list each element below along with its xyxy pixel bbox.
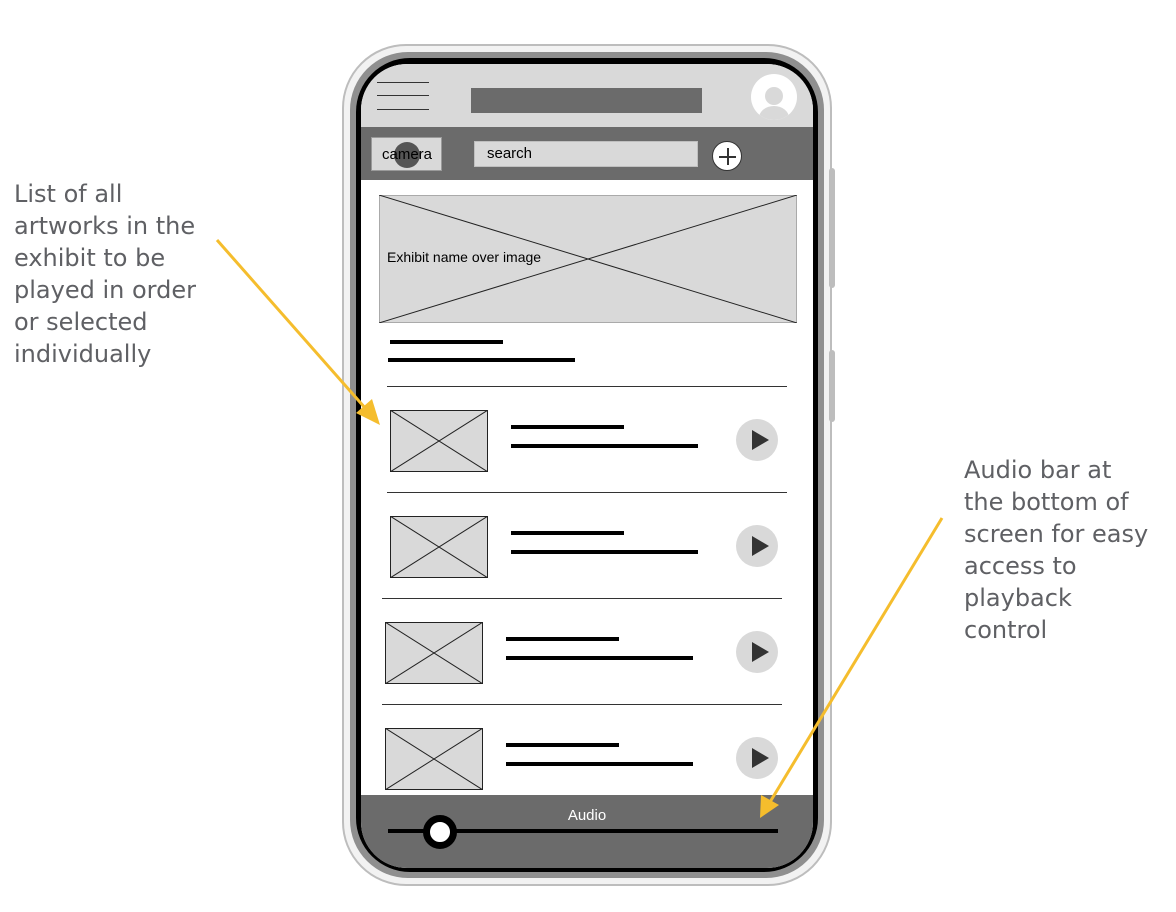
search-input[interactable]: search [474, 141, 698, 167]
artwork-subtitle-line [511, 550, 698, 554]
exhibit-title-line [390, 340, 503, 344]
exhibit-name: Exhibit name over image [387, 249, 542, 265]
audio-player-bar: Audio [361, 795, 813, 868]
list-divider [382, 704, 782, 705]
arrow-to-list [215, 239, 368, 410]
phone-side-button [829, 350, 835, 422]
artwork-title-line [506, 637, 619, 641]
artwork-subtitle-line [506, 762, 693, 766]
artwork-list-item[interactable] [361, 504, 813, 584]
arrow-head-icon [760, 795, 779, 818]
play-icon[interactable] [736, 737, 778, 779]
exhibit-description-line [388, 358, 575, 362]
play-icon[interactable] [736, 525, 778, 567]
artwork-subtitle-line [511, 444, 698, 448]
phone-screen: camera search Exhibit name over image [361, 64, 813, 868]
artwork-thumbnail-icon [390, 516, 488, 578]
audio-label: Audio [567, 807, 607, 824]
image-placeholder-icon [378, 194, 798, 324]
artwork-thumbnail-icon [390, 410, 488, 472]
app-header [361, 64, 813, 127]
artwork-list-item[interactable] [361, 716, 813, 796]
artwork-title-line [511, 531, 624, 535]
camera-button-label: camera [382, 146, 433, 163]
section-divider [387, 386, 787, 387]
list-divider [382, 598, 782, 599]
exhibit-hero-image[interactable]: Exhibit name over image [378, 194, 798, 324]
arrow-to-audio-bar [768, 517, 944, 803]
annotation-artwork-list: List of all artworks in the exhibit to b… [14, 180, 196, 368]
artwork-list-item[interactable] [361, 398, 813, 478]
artwork-list-item[interactable] [361, 610, 813, 690]
artwork-subtitle-line [506, 656, 693, 660]
annotation-audio-bar: Audio bar at the bottom of screen for ea… [964, 456, 1149, 644]
audio-scrubber-handle[interactable] [423, 815, 457, 849]
camera-button[interactable]: camera [371, 137, 442, 171]
play-icon[interactable] [736, 419, 778, 461]
hamburger-menu-icon[interactable] [377, 81, 429, 111]
list-divider [387, 492, 787, 493]
play-icon[interactable] [736, 631, 778, 673]
artwork-thumbnail-icon [385, 622, 483, 684]
add-icon[interactable] [712, 141, 742, 171]
camera-icon [394, 142, 420, 168]
arrow-head-icon [356, 399, 380, 425]
artwork-title-line [511, 425, 624, 429]
artwork-thumbnail-icon [385, 728, 483, 790]
app-title-placeholder [471, 88, 702, 113]
artwork-title-line [506, 743, 619, 747]
search-toolbar: camera search [361, 127, 813, 180]
phone-side-button [829, 168, 835, 288]
audio-progress-track[interactable] [388, 829, 778, 833]
profile-avatar-icon[interactable] [751, 74, 797, 120]
